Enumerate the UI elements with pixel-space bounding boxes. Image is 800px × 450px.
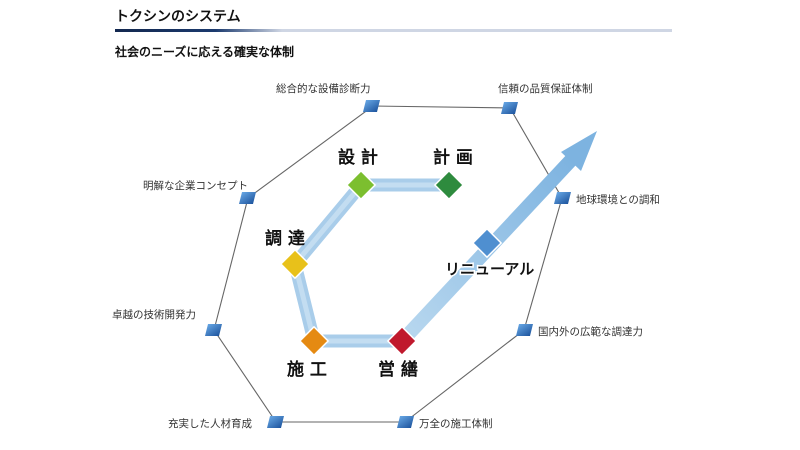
outer-node bbox=[516, 324, 533, 336]
outer-node bbox=[363, 100, 380, 112]
outer-node bbox=[205, 324, 222, 336]
page-subtitle: 社会のニーズに応える確実な体制 bbox=[115, 45, 295, 59]
outer-label: 万全の施工体制 bbox=[419, 417, 493, 430]
title-rule bbox=[115, 29, 672, 32]
outer-node bbox=[239, 192, 256, 204]
inner-nodes bbox=[279, 169, 503, 357]
outer-node bbox=[554, 192, 571, 204]
outer-label: 充実した人材育成 bbox=[168, 417, 252, 430]
outer-nodes bbox=[205, 100, 571, 428]
renewal-label: リニューアル bbox=[445, 260, 534, 278]
construct-label: 施 工 bbox=[287, 359, 327, 380]
page-title: トクシンのシステム bbox=[115, 9, 241, 25]
outer-label: 信頼の品質保証体制 bbox=[498, 82, 593, 95]
outer-label: 明解な企業コンセプト bbox=[143, 179, 248, 192]
renewal-arrow bbox=[396, 131, 597, 346]
procure-node bbox=[279, 248, 311, 280]
outer-node bbox=[501, 102, 518, 114]
maintain-label: 営 繕 bbox=[378, 359, 418, 380]
outer-label: 卓越の技術開発力 bbox=[112, 308, 196, 321]
design-node bbox=[345, 169, 377, 201]
renewal-node bbox=[471, 227, 503, 259]
outer-label: 総合的な設備診断力 bbox=[276, 82, 371, 95]
outer-label: 地球環境との調和 bbox=[576, 193, 660, 206]
plan-label: 計 画 bbox=[433, 147, 473, 168]
plan-node bbox=[433, 169, 465, 201]
procure-label: 調 達 bbox=[265, 228, 305, 249]
outer-label: 国内外の広範な調達力 bbox=[538, 325, 643, 338]
construct-node bbox=[298, 325, 330, 357]
outer-node bbox=[267, 416, 284, 428]
design-label: 設 計 bbox=[338, 147, 378, 168]
outer-node bbox=[397, 416, 414, 428]
maintain-node bbox=[386, 325, 418, 357]
